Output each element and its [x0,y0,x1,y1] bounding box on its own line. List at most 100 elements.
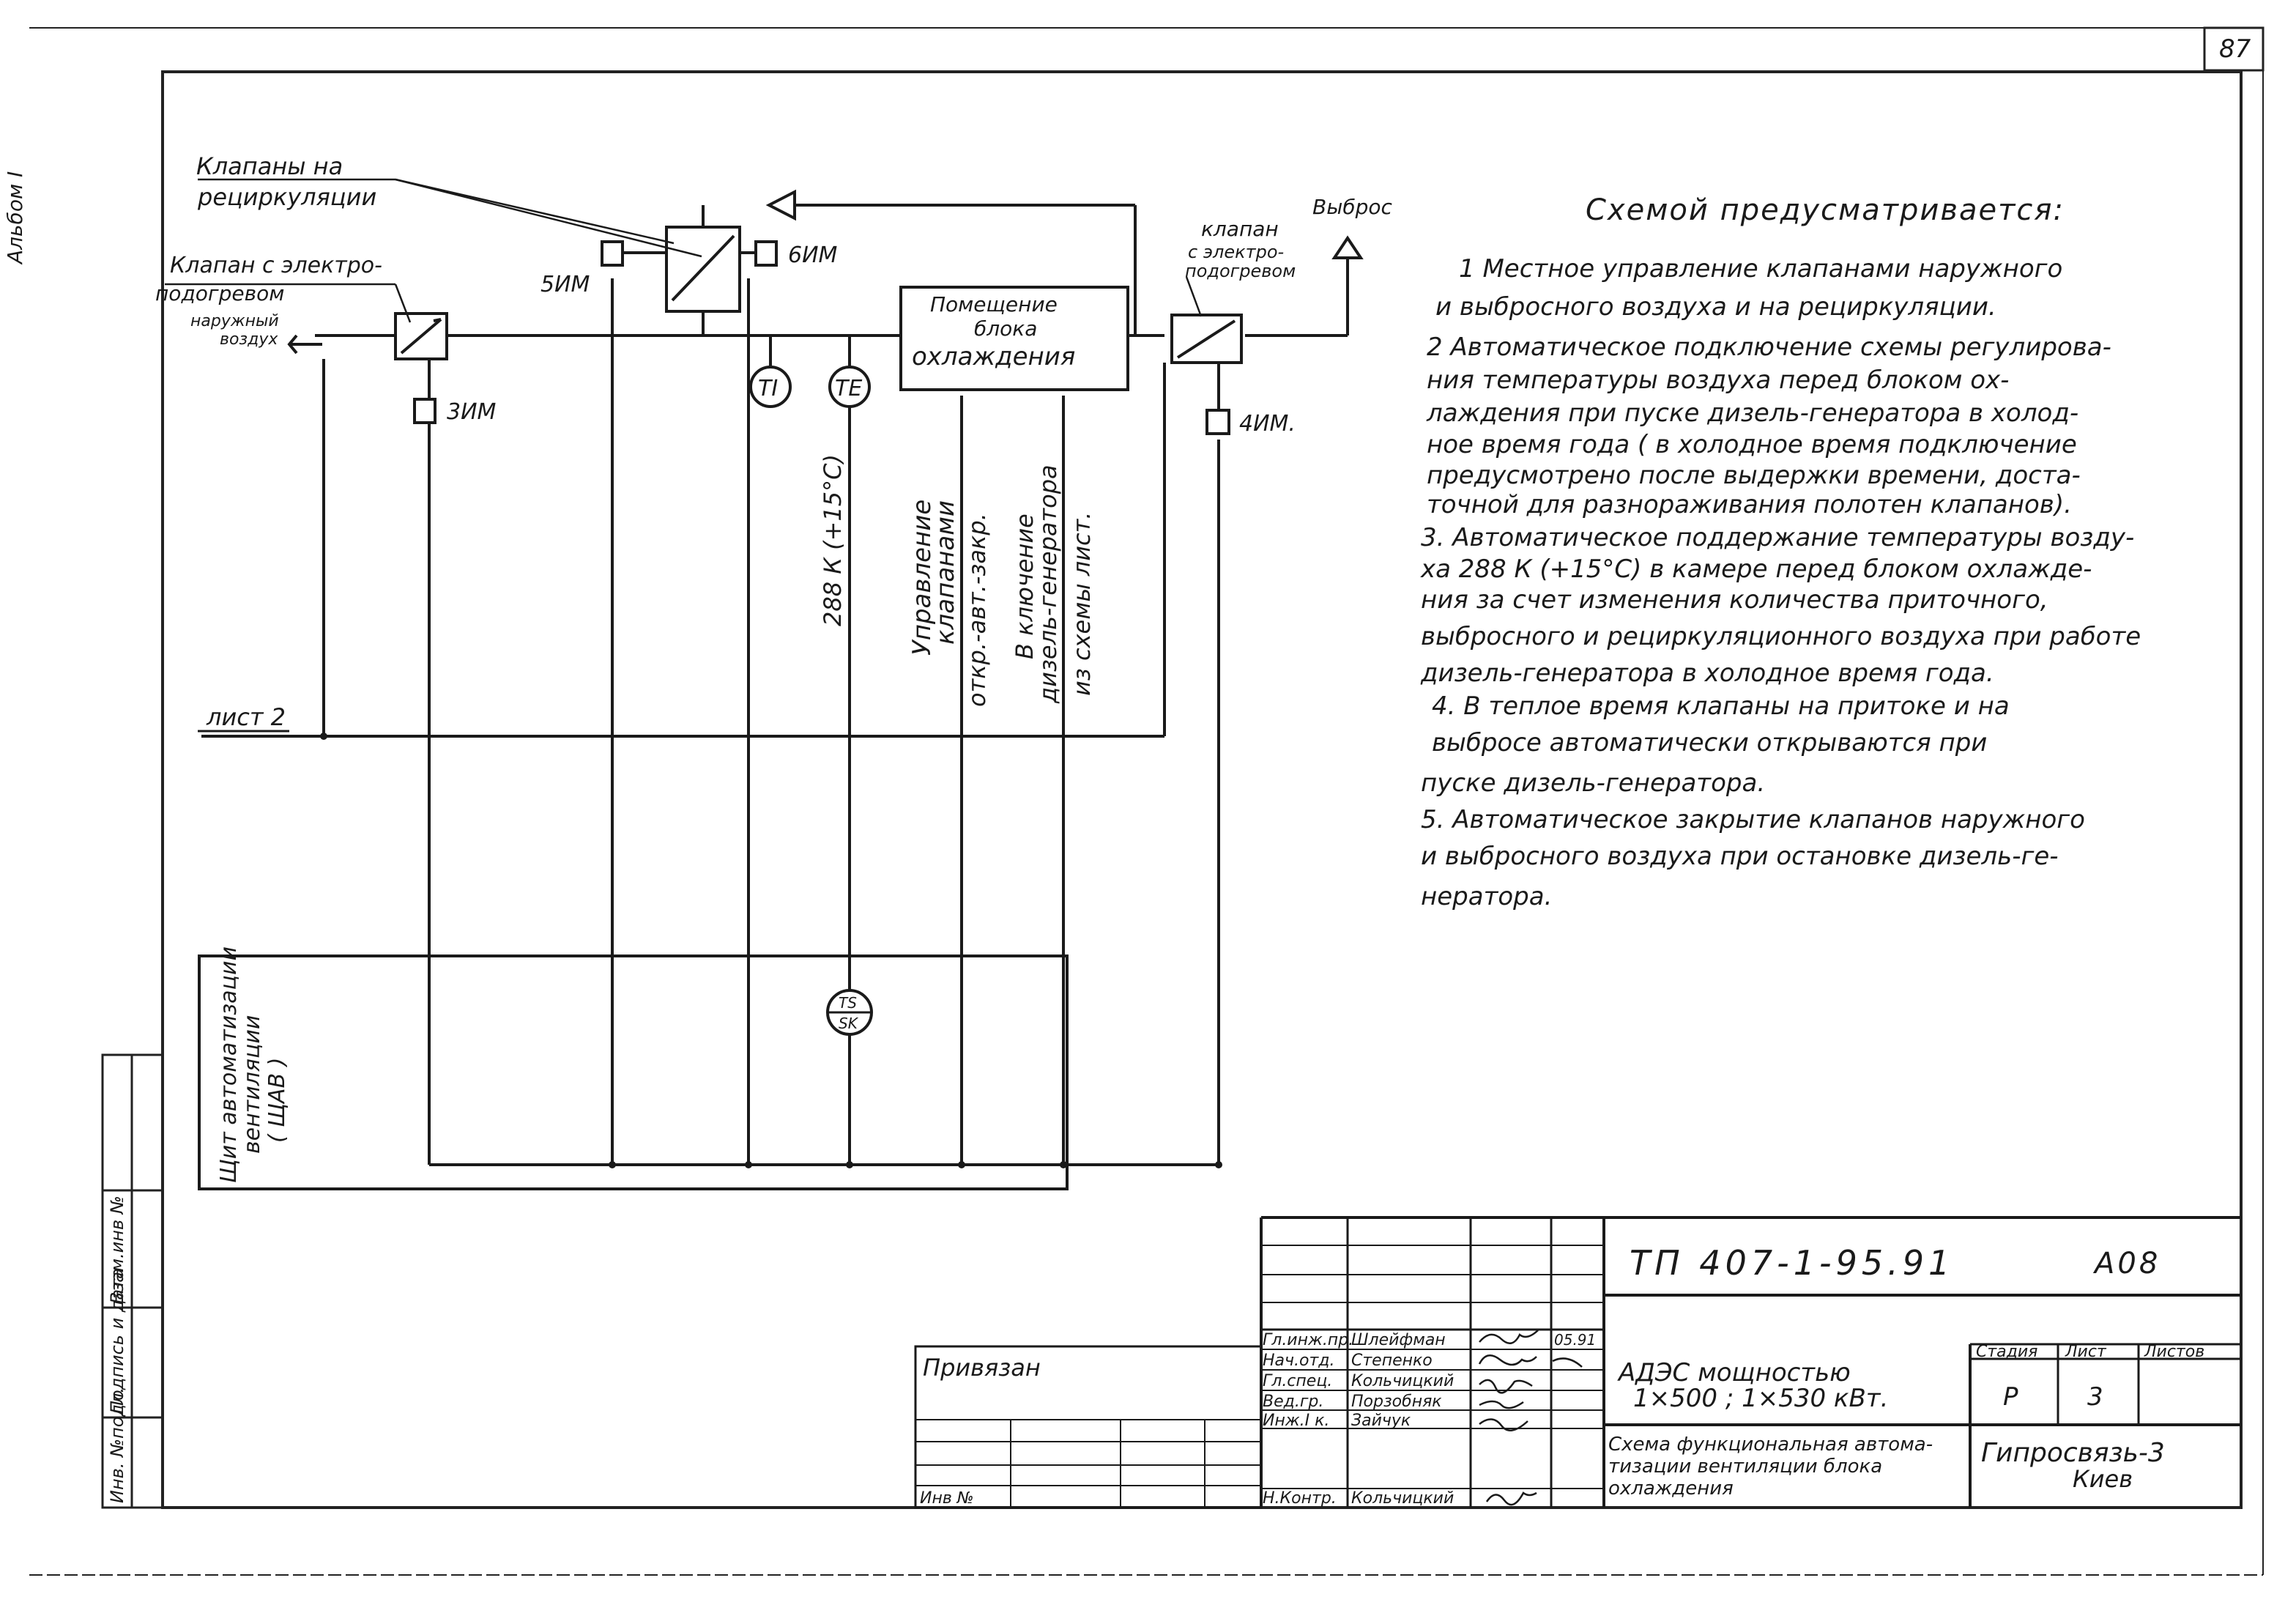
sensor-te [828,366,871,408]
valve-heated-right [1170,314,1243,364]
note-line: дизель-генератора в холодное время года. [1420,659,1994,688]
role-label: Гл.инж.пр. [1263,1331,1353,1349]
note-line: лаждения при пуске дизель-генератора в х… [1426,399,2078,428]
stage-value: Р [2003,1382,2018,1412]
doc-code: ТП 407-1-95.91 [1630,1243,1954,1283]
sheet-code: А08 [2092,1247,2161,1280]
organization-2: Киев [2073,1465,2133,1493]
valves-recirc-label-2: рециркуляции [197,183,376,211]
side-stamp-signature: Подпись и дата [107,1268,127,1414]
vnote-control-2: клапанами [931,500,960,645]
sensor-ti-label: TI [758,376,778,401]
valve-left-label-1: Клапан с электро- [170,253,382,278]
object-name-1: АДЭС мощностью [1617,1358,1851,1387]
signature-scribbles [1478,1330,1583,1506]
side-stamp-inv-podl: Инв. №подл. [107,1387,127,1503]
sheet-header: Лист [2065,1343,2107,1361]
sensor-sk-label: SK [839,1015,859,1032]
valve-right-label-2: с электро- [1188,242,1284,262]
cooling-room-label-3: охлаждения [912,342,1075,371]
role-label: Нач.отд. [1263,1352,1335,1370]
role-label: Гл.спец. [1263,1372,1332,1390]
actuator-5im-label: 5ИМ [540,272,590,297]
object-name-2: 1×500 ; 1×530 кВт. [1633,1384,1888,1413]
note-line: ния температуры воздуха перед блоком ох- [1427,366,2009,395]
sheet-number: 87 [2219,34,2251,64]
actuators [413,240,1230,435]
note-line: 1 Местное управление клапанами наружного [1459,254,2062,283]
cooling-room-label-2: блока [974,316,1037,341]
margin-side-text: Альбом I [3,171,27,265]
note-line: и выбросного воздуха при остановке дизел… [1421,842,2059,871]
actuator-6im-label: 6ИМ [788,242,838,268]
note-line: выбросного и рециркуляционного воздуха п… [1421,622,2141,651]
actuator-6im [754,240,778,267]
role-label: Вед.гр. [1263,1393,1323,1411]
valve-heated-left [394,312,448,360]
vnote-control-1: Управление [907,500,937,656]
note-line: точной для разнораживания полотен клапан… [1427,490,2072,519]
role-name: Кольчицкий [1351,1489,1454,1508]
vnote-temp: 288 К (+15°С) [819,454,847,626]
stage-header: Стадия [1976,1343,2037,1361]
actuator-3im [413,398,436,424]
cooling-room-box [899,286,1129,391]
exhaust-label: Выброс [1312,195,1392,219]
actuator-4im-label: 4ИМ. [1239,411,1296,437]
role-name: Кольчицкий [1351,1372,1454,1390]
note-line: ния за счет изменения количества приточн… [1421,585,2048,615]
side-stamp [101,1053,164,1509]
vnote-dg-3: из схемы лист. [1068,512,1096,696]
valves-recirc-leaders [165,178,1203,323]
sensor-te-label: TE [835,376,862,401]
role-name: Зайчук [1351,1412,1411,1430]
actuator-3im-label: 3ИМ [447,399,497,425]
organization-1: Гипросвязь-3 [1981,1438,2165,1468]
vnote-control-3: откр.-авт.-закр. [963,513,991,707]
note-line: предусмотрено после выдержки времени, до… [1427,461,2081,490]
valve-left-label-4: воздух [220,330,278,349]
valve-left-label-3: наружный [190,312,279,330]
panel-label-2: вентиляции [239,1015,265,1154]
sensors [749,366,873,1036]
title-block-grid [914,1216,2241,1509]
inlet-arrow [287,334,322,355]
sheets-header: Листов [2144,1343,2204,1361]
role-label: Инж.I к. [1263,1412,1329,1430]
drawing-title-3: охлаждения [1608,1478,1734,1500]
valves-recirc-label-1: Клапаны на [196,152,343,180]
valve-right-label-3: подогревом [1185,261,1296,281]
vnote-dg-2: дизель-генератора [1034,464,1062,704]
note-line: 2 Автоматическое подключение схемы регул… [1427,333,2111,362]
note-line: ха 288 К (+15°С) в камере перед блоком о… [1420,555,2092,584]
note-line: выбросе автоматически открываются при [1432,728,1987,757]
date-fragment: 05.91 [1554,1331,1596,1349]
side-stamp-vzam: Взам.инв № [107,1196,127,1304]
junction-dots [320,733,1222,1168]
note-line: пуске дизель-генератора. [1421,768,1765,798]
sheet-value: 3 [2087,1382,2103,1412]
drawing-title-1: Схема функциональная автома- [1608,1434,1933,1456]
notes-heading: Схемой предусматривается: [1586,193,2065,227]
cooling-room-label-1: Помещение [930,292,1058,316]
drawing-title-2: тизации вентиляции блока [1608,1456,1882,1478]
role-name: Степенко [1351,1352,1433,1370]
panel-label-1: Щит автоматизации [216,946,242,1183]
role-label: Н.Контр. [1263,1489,1337,1508]
valve-left-label-2: подогревом [155,281,284,305]
role-name: Шлейфман [1351,1331,1446,1349]
note-line: нератора. [1421,882,1552,911]
valve-right-label-1: клапан [1201,217,1279,241]
notes-lines: 1 Местное управление клапанами наружного… [1420,254,2141,911]
note-line: ное время года ( в холодное время подклю… [1427,430,2077,459]
note-line: 3. Автоматическое поддержание температур… [1421,523,2134,552]
role-name: Порзобняк [1351,1393,1442,1411]
actuator-4im [1205,409,1230,435]
roles-list: Гл.инж.пр. Шлейфман Нач.отд. Степенко Гл… [1263,1331,1454,1508]
bound-label: Привязан [923,1354,1041,1382]
note-line: 4. В теплое время клапаны на притоке и н… [1432,692,2010,721]
panel-label-3: ( ЩАВ ) [264,1058,290,1143]
sheet2-ref: лист 2 [206,703,286,731]
valve-recirculation [665,205,741,313]
